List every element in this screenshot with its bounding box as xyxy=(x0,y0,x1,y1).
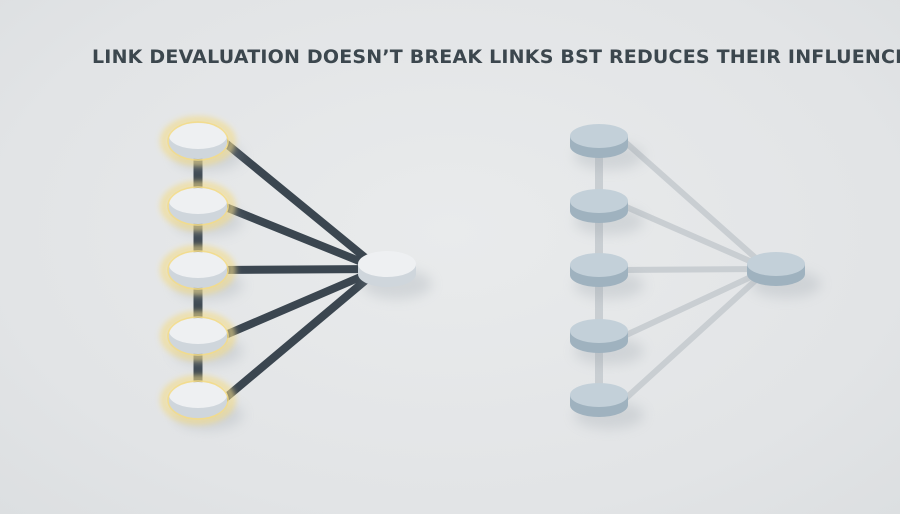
source-node-3 xyxy=(570,253,644,299)
node-glow-rim xyxy=(167,250,229,290)
node-top xyxy=(169,382,227,408)
target-node xyxy=(747,252,821,298)
link-line-5 xyxy=(621,266,771,403)
node-top xyxy=(169,252,227,278)
node-top xyxy=(570,319,628,343)
node-top xyxy=(570,124,628,148)
node-glow xyxy=(161,117,235,165)
node-top xyxy=(570,383,628,407)
node-top xyxy=(747,252,805,276)
node-top xyxy=(358,251,416,277)
link-line-2 xyxy=(219,202,383,273)
node-glow xyxy=(161,376,235,424)
link-line-2 xyxy=(621,203,771,272)
target-node xyxy=(358,251,432,299)
source-node-1 xyxy=(570,124,644,170)
source-node-4 xyxy=(161,312,243,366)
panel-reduced-influence xyxy=(570,124,821,429)
node-glow xyxy=(161,246,235,294)
node-top xyxy=(169,188,227,214)
node-glow-rim xyxy=(167,316,229,356)
link-line-1 xyxy=(219,137,383,273)
source-node-3 xyxy=(161,246,243,300)
link-line-4 xyxy=(219,265,383,340)
node-glow xyxy=(161,182,235,230)
link-line-4 xyxy=(621,266,771,339)
link-line-3 xyxy=(621,266,771,273)
link-line-1 xyxy=(621,138,771,272)
node-glow-rim xyxy=(167,121,229,161)
node-glow xyxy=(161,312,235,360)
node-top xyxy=(169,123,227,149)
source-node-2 xyxy=(570,189,644,235)
node-top xyxy=(169,318,227,344)
node-top xyxy=(570,253,628,277)
link-line-3 xyxy=(219,265,383,274)
diagram-headline: LINK DEVALUATION DOESN’T BREAK LINKS BST… xyxy=(92,46,900,68)
link-line-5 xyxy=(219,265,383,404)
source-node-2 xyxy=(161,182,243,236)
source-node-5 xyxy=(570,383,644,429)
source-node-4 xyxy=(570,319,644,365)
node-glow-rim xyxy=(167,380,229,420)
source-node-1 xyxy=(161,117,243,171)
source-node-5 xyxy=(161,376,243,430)
node-glow-rim xyxy=(167,186,229,226)
panel-full-influence xyxy=(161,117,432,430)
node-top xyxy=(570,189,628,213)
